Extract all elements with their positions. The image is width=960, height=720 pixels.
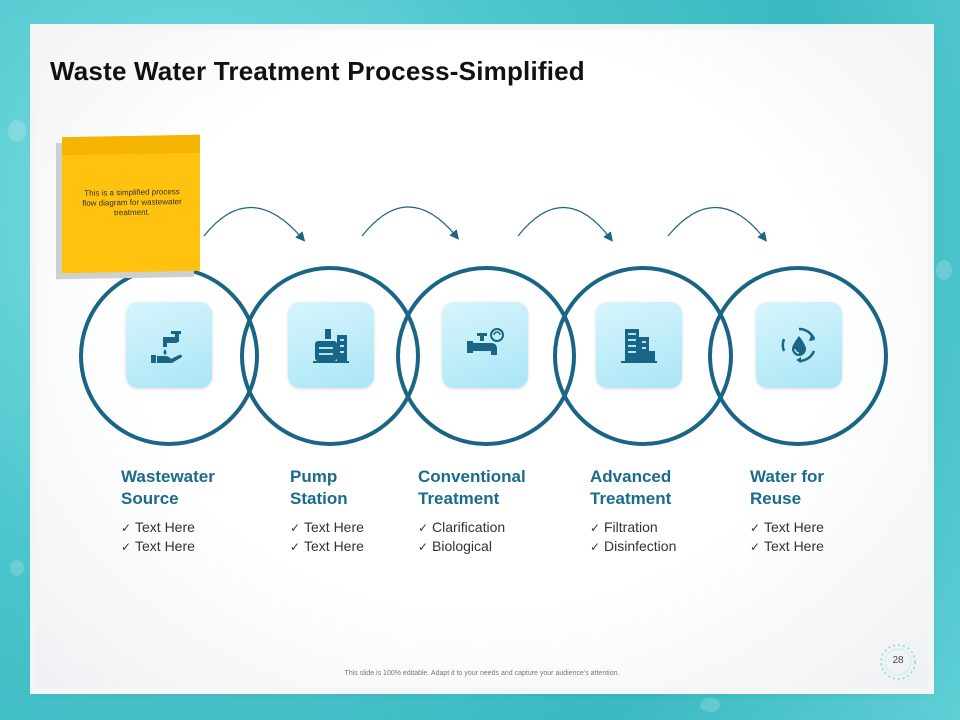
background-droplet bbox=[8, 120, 26, 142]
stage-ring-3 bbox=[396, 266, 576, 446]
tap-treatment-icon bbox=[467, 328, 504, 355]
icon-box-3 bbox=[442, 302, 528, 388]
stage-title: Pump Station bbox=[290, 467, 348, 508]
background-droplet bbox=[936, 260, 952, 280]
background-droplet bbox=[700, 698, 720, 712]
slide: Waste Water Treatment Process-Simplified… bbox=[36, 30, 928, 688]
stage-4: Advanced Treatment ✓Filtration ✓Disinfec… bbox=[590, 466, 740, 556]
icon-box-2 bbox=[288, 302, 374, 388]
flow-arrow-2 bbox=[361, 206, 460, 240]
checklist-item: ✓Text Here bbox=[290, 519, 364, 535]
checklist-item: ✓Clarification bbox=[418, 519, 506, 535]
checkmark-icon: ✓ bbox=[418, 540, 429, 554]
checklist-item: ✓Disinfection bbox=[590, 538, 677, 554]
sticky-note: This is a simplified process flow diagra… bbox=[62, 134, 200, 274]
checkmark-icon: ✓ bbox=[290, 540, 301, 554]
checkmark-icon: ✓ bbox=[750, 540, 761, 554]
checkmark-icon: ✓ bbox=[290, 521, 301, 535]
checkmark-icon: ✓ bbox=[121, 540, 132, 554]
stage-checklist: ✓Clarification ✓Biological bbox=[418, 518, 568, 556]
recycle-drop-icon bbox=[781, 327, 816, 363]
checkmark-icon: ✓ bbox=[121, 521, 132, 535]
stage-checklist: ✓Text Here ✓Text Here bbox=[121, 518, 271, 556]
stage-2: Pump Station ✓Text Here ✓Text Here bbox=[290, 466, 440, 556]
checkmark-icon: ✓ bbox=[750, 521, 761, 535]
slide-title: Waste Water Treatment Process-Simplified bbox=[50, 56, 585, 86]
flow-arrow-1 bbox=[203, 206, 306, 242]
checklist-item: ✓Text Here bbox=[750, 538, 824, 554]
splash-ring-icon bbox=[880, 644, 916, 680]
filtration-tower-icon bbox=[621, 329, 657, 363]
checklist-item: ✓Text Here bbox=[121, 519, 195, 535]
background-droplet bbox=[10, 560, 24, 576]
flow-arrow-3 bbox=[517, 206, 613, 242]
checklist-item: ✓Text Here bbox=[121, 538, 195, 554]
icon-box-4 bbox=[596, 302, 682, 388]
stage-title: Advanced Treatment bbox=[590, 467, 672, 508]
stage-ring-5 bbox=[708, 266, 888, 446]
stage-title: Water for Reuse bbox=[750, 467, 824, 508]
icon-box-5 bbox=[756, 302, 842, 388]
stage-ring-2 bbox=[240, 266, 420, 446]
checkmark-icon: ✓ bbox=[590, 540, 601, 554]
checklist-item: ✓Text Here bbox=[750, 519, 824, 535]
checklist-item: ✓Text Here bbox=[290, 538, 364, 554]
checklist-item: ✓Filtration bbox=[590, 519, 658, 535]
stage-5: Water for Reuse ✓Text Here ✓Text Here bbox=[750, 466, 900, 556]
stage-title: Wastewater Source bbox=[121, 467, 215, 508]
stage-checklist: ✓Filtration ✓Disinfection bbox=[590, 518, 740, 556]
footer-note: This slide is 100% editable. Adapt it to… bbox=[344, 670, 620, 677]
checklist-item: ✓Biological bbox=[418, 538, 492, 554]
faucet-hand-icon bbox=[151, 331, 182, 363]
stage-1: Wastewater Source ✓Text Here ✓Text Here bbox=[121, 466, 271, 556]
stage-3: Conventional Treatment ✓Clarification ✓B… bbox=[418, 466, 568, 556]
icon-box-1 bbox=[126, 302, 212, 388]
stage-title: Conventional Treatment bbox=[418, 467, 526, 508]
process-diagram bbox=[79, 206, 888, 446]
stage-checklist: ✓Text Here ✓Text Here bbox=[290, 518, 440, 556]
sticky-note-fold bbox=[62, 134, 200, 156]
checkmark-icon: ✓ bbox=[418, 521, 429, 535]
page-number-badge: 28 bbox=[878, 642, 918, 682]
stage-ring-4 bbox=[553, 266, 733, 446]
pump-station-icon bbox=[313, 329, 349, 363]
checkmark-icon: ✓ bbox=[590, 521, 601, 535]
page-number: 28 bbox=[892, 655, 904, 666]
flow-arrow-4 bbox=[667, 206, 768, 242]
stage-checklist: ✓Text Here ✓Text Here bbox=[750, 518, 900, 556]
sticky-note-text: This is a simplified process flow diagra… bbox=[82, 187, 182, 218]
